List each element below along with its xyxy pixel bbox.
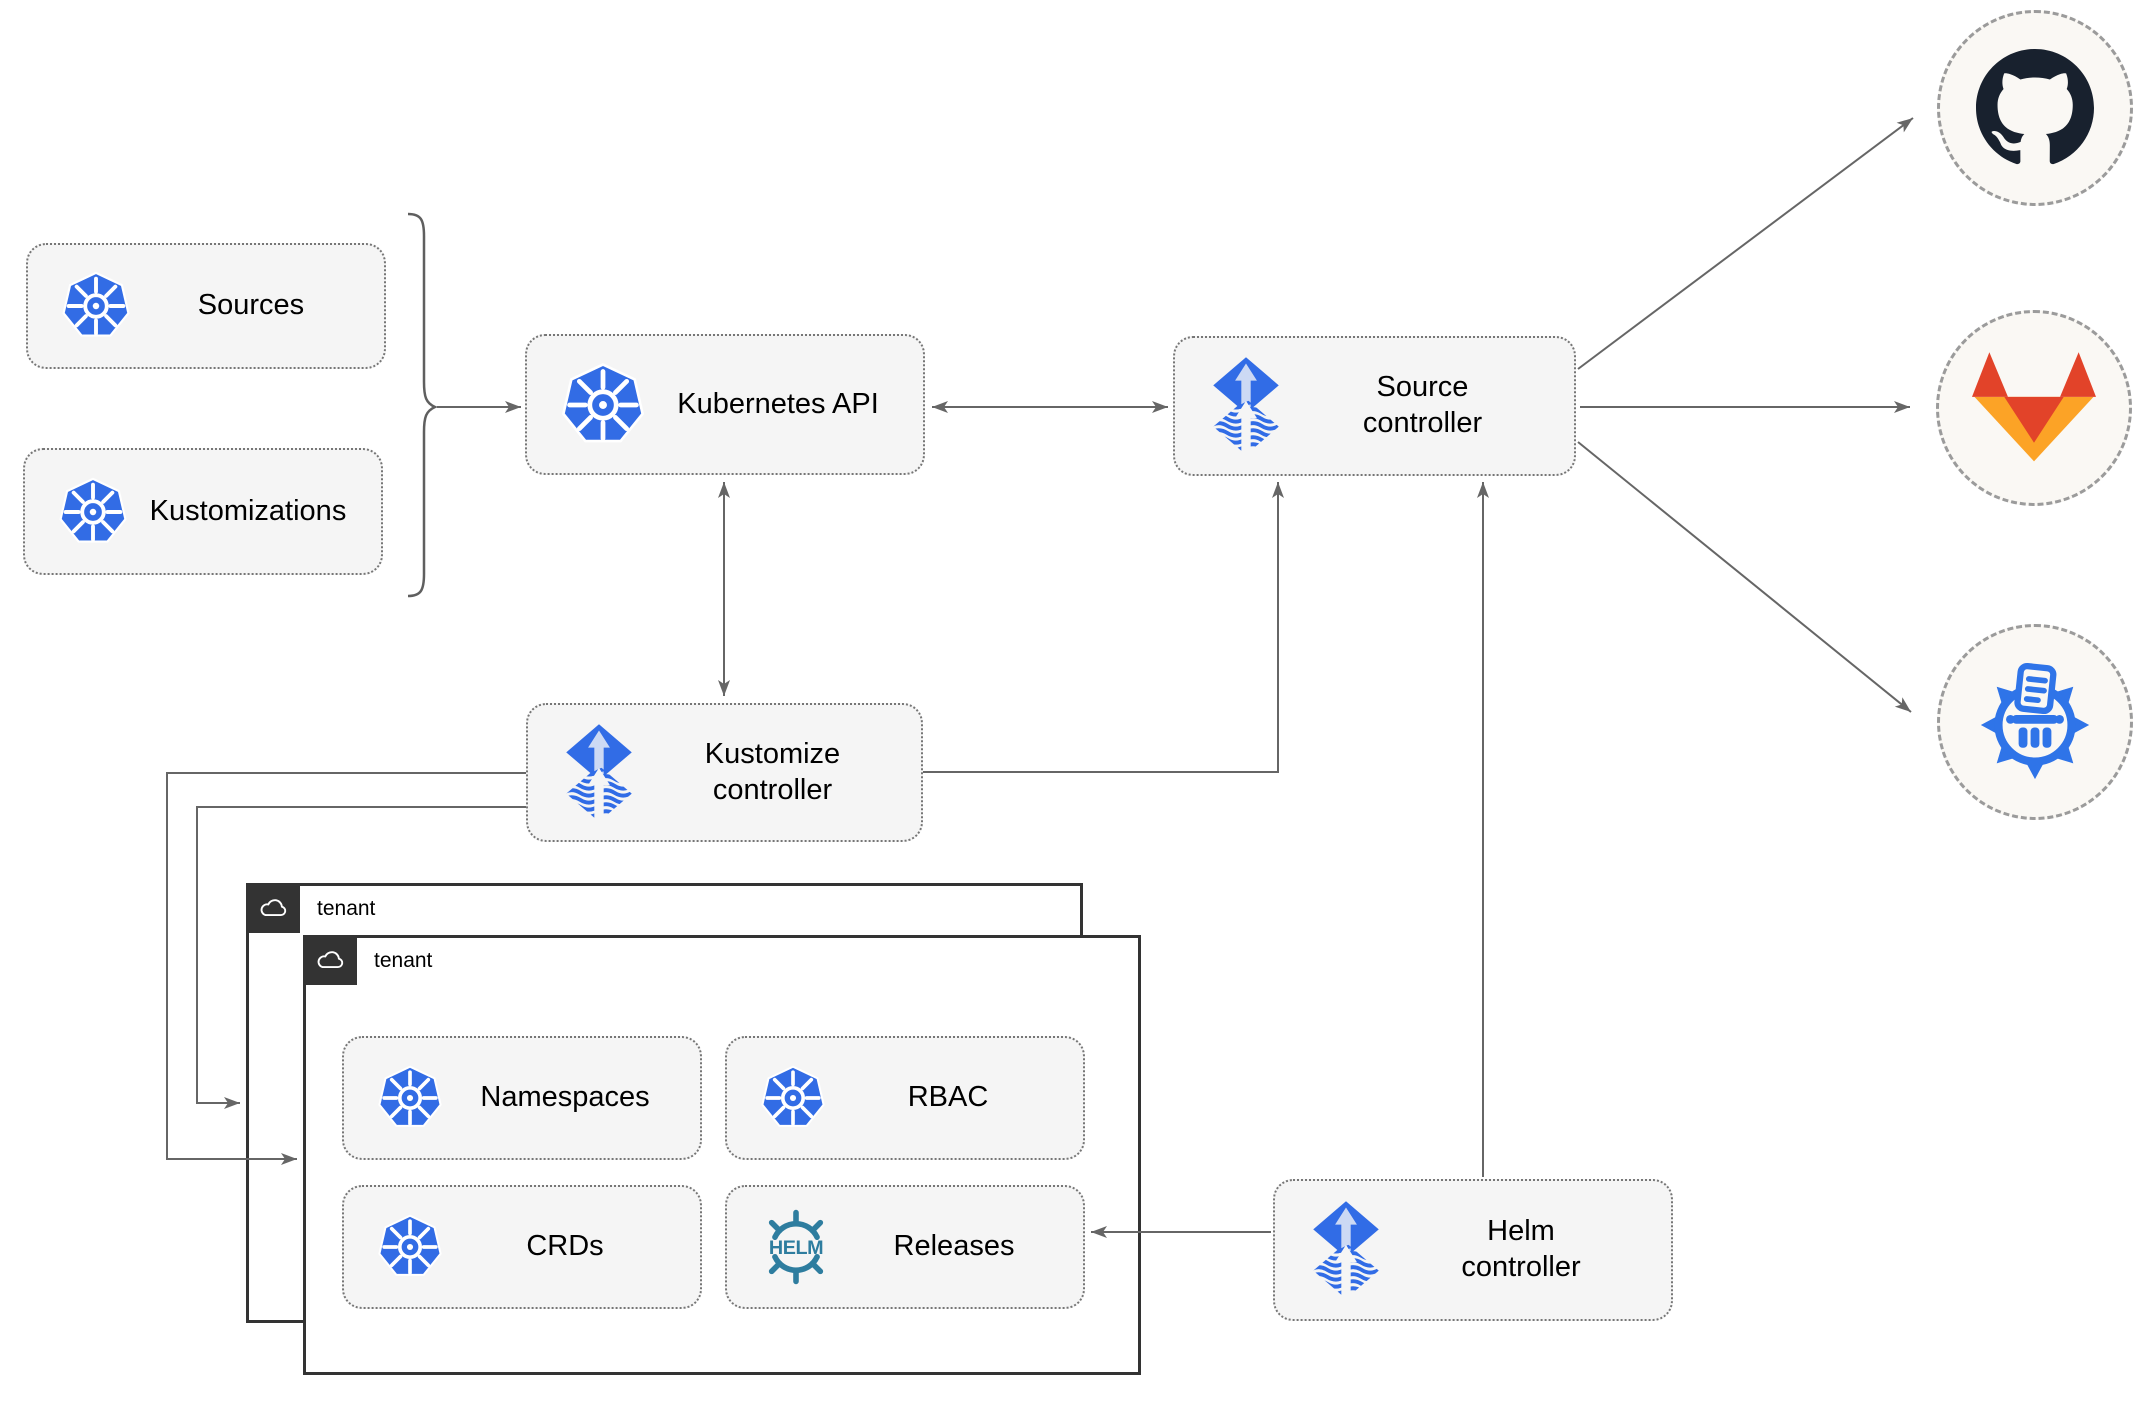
edge-source-controller-to-github (1577, 117, 1914, 370)
gitlab-icon (1972, 352, 2096, 462)
remote-helm-repository (1937, 624, 2133, 820)
brace-sources-group (407, 212, 439, 598)
kubernetes-icon (58, 476, 128, 543)
edge-kustomize-controller-to-source-controller (923, 482, 1284, 773)
tenant-label: tenant (317, 897, 376, 920)
helm-icon (753, 1204, 839, 1290)
node-helm-controller: Helm controller (1273, 1179, 1673, 1321)
flux-icon (1207, 357, 1285, 455)
node-label: CRDs (526, 1230, 604, 1263)
kubernetes-icon (559, 361, 647, 449)
node-label: Kustomizations (149, 494, 347, 527)
tenant-tab (246, 883, 300, 933)
node-sources: Sources (26, 243, 386, 369)
edge-source-controller-to-helm-repository (1577, 441, 1912, 713)
tenant-tab (303, 935, 357, 985)
node-label: Namespaces (480, 1081, 650, 1114)
tenant-label: tenant (374, 949, 433, 972)
helm-repository-icon (1972, 657, 2098, 788)
cloud-icon (260, 899, 287, 917)
node-namespaces: Namespaces (342, 1036, 702, 1160)
kubernetes-icon (61, 270, 131, 338)
kubernetes-icon (377, 1213, 443, 1277)
node-label: Releases (893, 1230, 1015, 1263)
node-label: Kustomize controller (704, 737, 841, 806)
remote-github (1937, 10, 2133, 206)
node-label: Source controller (1362, 371, 1483, 439)
flux-icon (560, 724, 638, 822)
node-kubernetes-api: Kubernetes API (525, 334, 925, 475)
remote-gitlab (1936, 310, 2132, 506)
node-rbac: RBAC (725, 1036, 1085, 1160)
node-crds: CRDs (342, 1185, 702, 1309)
node-source-controller: Source controller (1173, 336, 1576, 476)
tenant-box-front: tenant Namespaces RBAC CRDs Releases (303, 935, 1141, 1375)
flux-icon (1307, 1201, 1385, 1299)
node-releases: Releases (725, 1185, 1085, 1309)
node-label: Sources (197, 289, 305, 322)
kubernetes-icon (760, 1064, 826, 1128)
kubernetes-icon (377, 1064, 443, 1128)
cloud-icon (317, 951, 344, 969)
node-kustomizations: Kustomizations (23, 448, 383, 575)
github-icon (1976, 49, 2094, 165)
node-label: Kubernetes API (677, 387, 879, 420)
node-label: Helm controller (1461, 1215, 1581, 1283)
node-kustomize-controller: Kustomize controller (526, 703, 923, 842)
node-label: RBAC (907, 1081, 989, 1114)
